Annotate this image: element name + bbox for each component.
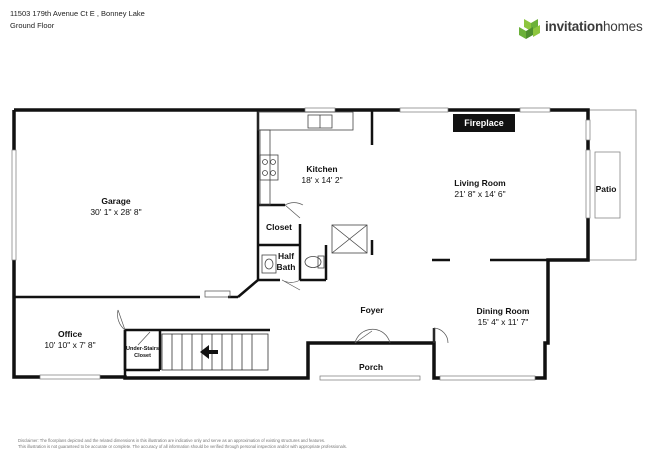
room-patio: Patio xyxy=(592,184,620,195)
brand-name: invitationhomes xyxy=(545,19,643,34)
room-under-stairs-closet: Under-Stairs Closet xyxy=(126,346,159,360)
brand-name-bold: invitation xyxy=(545,19,603,34)
disclaimer-line-2: This illustration is not guaranteed to b… xyxy=(18,444,348,449)
address-text: 11503 179th Avenue Ct E , Bonney Lake xyxy=(10,9,145,18)
fireplace-label: Fireplace xyxy=(464,118,504,128)
room-kitchen: Kitchen 18' x 14' 2" xyxy=(287,164,357,186)
room-porch: Porch xyxy=(351,362,391,373)
disclaimer: Disclaimer: The floorplans depicted and … xyxy=(18,438,438,450)
half-bath-name: Half Bath xyxy=(276,251,296,272)
brand-logo-icon xyxy=(519,19,540,39)
garage-dims: 30' 1" x 28' 8" xyxy=(90,207,142,217)
room-dining-room: Dining Room 15' 4" x 11' 7" xyxy=(465,306,541,328)
room-living-room: Living Room 21' 8" x 14' 6" xyxy=(440,178,520,200)
porch-name: Porch xyxy=(358,362,384,372)
kitchen-name: Kitchen xyxy=(306,164,338,174)
office-dims: 10' 10" x 7' 8" xyxy=(44,340,96,350)
invitation-homes-logo: invitationhomes xyxy=(518,17,643,41)
living-room-dims: 21' 8" x 14' 6" xyxy=(454,189,506,199)
patio-name: Patio xyxy=(595,184,617,194)
kitchen-dims: 18' x 14' 2" xyxy=(301,175,343,185)
room-office: Office 10' 10" x 7' 8" xyxy=(34,329,106,351)
foyer-name: Foyer xyxy=(360,305,384,315)
under-stairs-closet-name: Under-Stairs Closet xyxy=(126,346,160,359)
room-half-bath: Half Bath xyxy=(274,251,298,273)
room-closet: Closet xyxy=(261,222,297,233)
brand-name-regular: homes xyxy=(603,19,643,34)
living-room-name: Living Room xyxy=(454,178,506,188)
kitchen-fixtures xyxy=(257,111,368,254)
disclaimer-line-1: Disclaimer: The floorplans depicted and … xyxy=(18,438,326,443)
dining-room-name: Dining Room xyxy=(476,306,530,316)
dining-room-dims: 15' 4" x 11' 7" xyxy=(477,317,529,327)
office-name: Office xyxy=(57,329,83,339)
stair-direction-arrow xyxy=(200,345,218,359)
room-garage: Garage 30' 1" x 28' 8" xyxy=(76,196,156,218)
closet-name: Closet xyxy=(266,222,292,232)
windows xyxy=(11,107,591,381)
room-foyer: Foyer xyxy=(352,305,392,316)
fireplace xyxy=(453,114,515,132)
floor-label: Ground Floor xyxy=(10,21,55,30)
bath-fixtures xyxy=(261,254,325,274)
garage-name: Garage xyxy=(101,196,131,206)
door-swings xyxy=(117,202,449,346)
